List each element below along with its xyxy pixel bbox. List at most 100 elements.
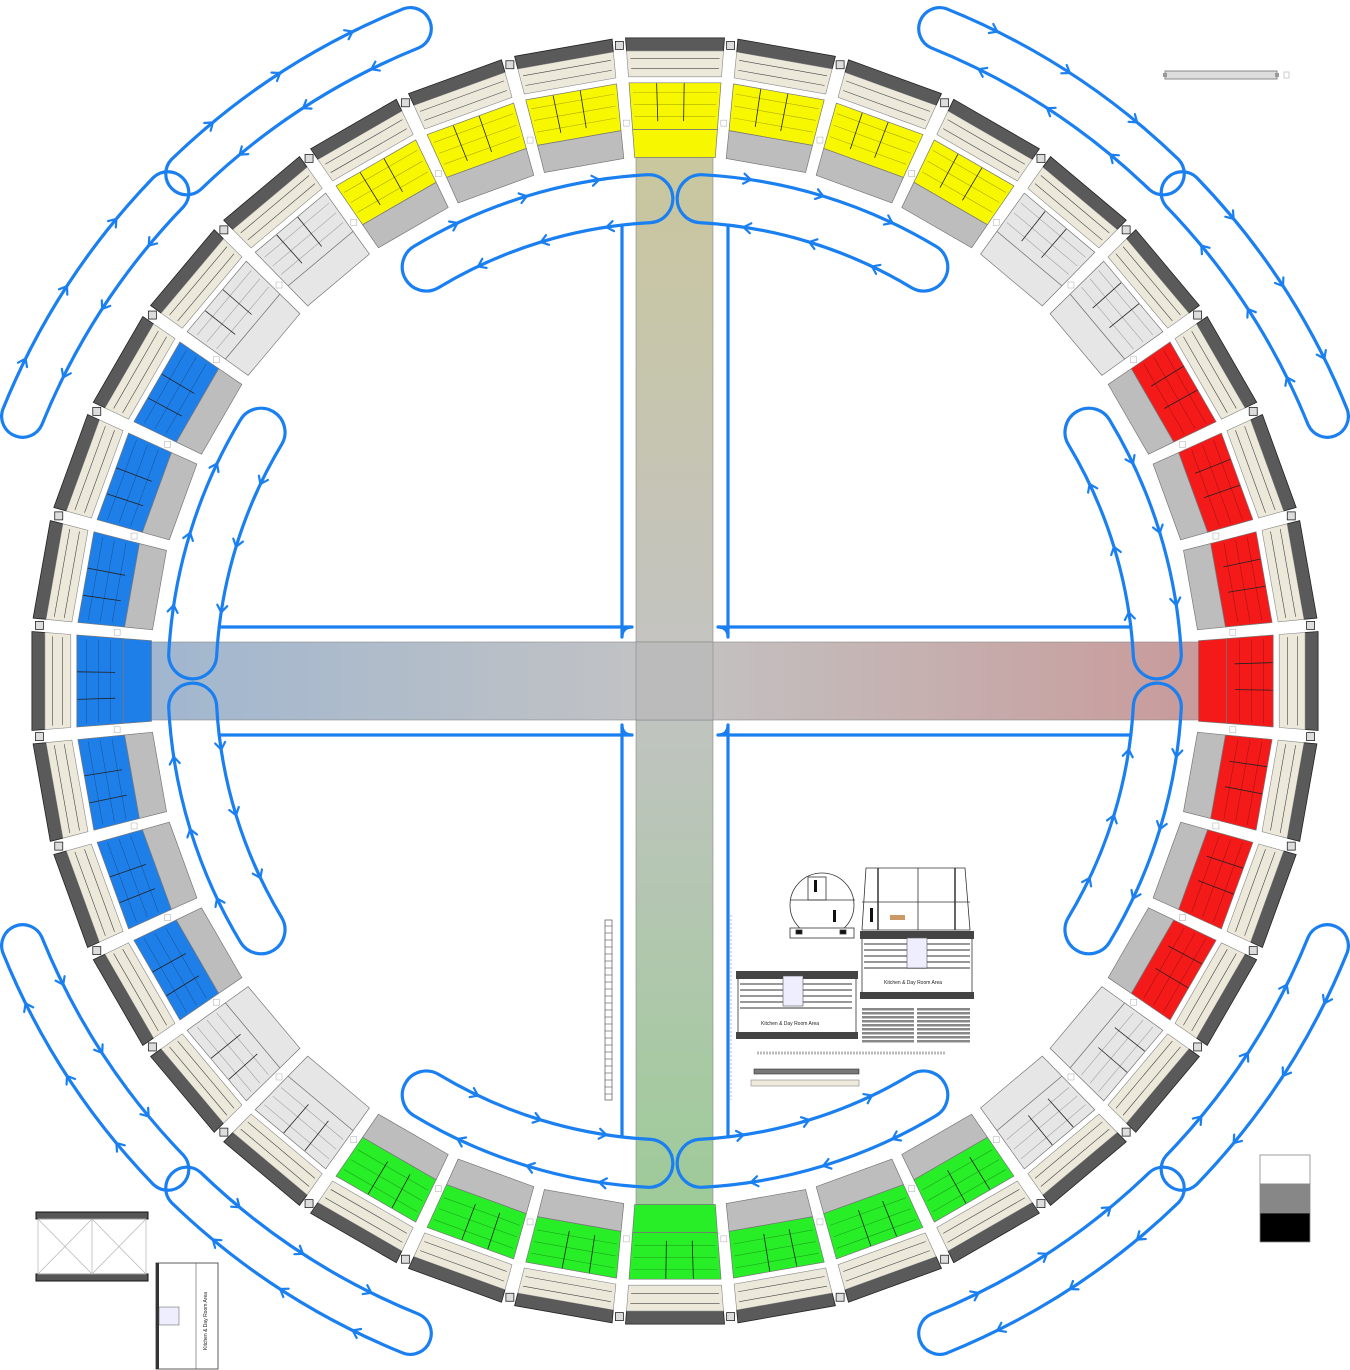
outer-shell-panel <box>625 1310 725 1325</box>
module-floor-line <box>144 350 187 424</box>
inner-module-band <box>632 129 718 158</box>
module-partition <box>297 216 322 247</box>
ring-segment <box>720 1189 836 1324</box>
walkway-rail <box>330 1189 407 1234</box>
walkway-rail <box>169 1046 228 1116</box>
walkway-rail <box>424 1241 507 1272</box>
outer-walkway-panel <box>44 632 72 730</box>
floor-slat <box>862 1028 914 1031</box>
inner-flow-loop <box>400 173 675 293</box>
module-partition <box>222 289 252 315</box>
ring-segment <box>1107 316 1258 455</box>
shell-connector <box>35 732 44 742</box>
ring-segment <box>32 726 167 842</box>
flow-arrow-icon <box>238 145 250 156</box>
module-connector <box>350 219 358 226</box>
inner-flow-loop <box>400 1069 675 1189</box>
quadrant-flow-path <box>217 223 634 639</box>
flow-arrow-icon <box>186 828 199 839</box>
inner-module-band <box>1198 638 1227 724</box>
walkway-rail <box>1040 175 1110 234</box>
inner-module-band <box>362 1113 449 1181</box>
outer-walkway-panel <box>733 1267 833 1311</box>
module-floor-line <box>1223 543 1239 623</box>
module-partition <box>1109 303 1140 328</box>
flow-arrow-icon <box>1068 1279 1080 1291</box>
walkway-rail <box>739 1285 828 1302</box>
walkway-rail <box>240 175 310 234</box>
walkway-rail <box>525 69 612 86</box>
module-floor-line <box>99 740 115 822</box>
module-connector <box>908 1185 915 1192</box>
flow-arrow-icon <box>1284 376 1296 387</box>
ring-segment <box>1049 229 1203 376</box>
flow-arrow-icon <box>1232 1133 1243 1145</box>
shell-connector <box>726 1312 736 1321</box>
module-floor-line <box>280 1087 344 1140</box>
outer-shell-panel <box>1304 631 1319 731</box>
flow-arrow-icon <box>1171 748 1184 758</box>
shell-connector <box>219 1127 229 1137</box>
inner-module-band <box>287 1055 370 1132</box>
module-connector <box>1067 281 1075 289</box>
module-partition <box>161 373 195 394</box>
flow-arrow-icon <box>343 29 354 41</box>
module-partition <box>579 90 587 129</box>
walkway-rail <box>1040 1128 1110 1187</box>
flow-arrow-icon <box>60 367 72 379</box>
flow-arrow-icon <box>1106 814 1118 825</box>
ring-segment <box>223 153 370 307</box>
module-connector <box>435 170 442 177</box>
module-connector <box>113 726 121 734</box>
module-floor-line <box>1246 537 1263 621</box>
kitchen-plan-right: Kitchen & Day Room Area <box>860 931 974 999</box>
module-floor-line <box>932 150 1006 193</box>
module-floor-line <box>443 1197 521 1226</box>
walkway-rail <box>177 253 235 322</box>
flow-arrow-icon <box>742 222 753 235</box>
yellow-zone-module <box>628 82 722 130</box>
outer-walkway-panel <box>517 1267 617 1311</box>
flow-arrow-icon <box>814 188 825 200</box>
floor-slat <box>862 1024 914 1027</box>
module-floor-line <box>927 160 1000 203</box>
corridor-hub <box>635 641 714 721</box>
inner-module-band <box>1049 986 1126 1069</box>
flow-arrow-icon <box>808 238 819 250</box>
module-floor-line <box>350 160 423 203</box>
inner-module-band <box>815 1158 904 1215</box>
module-floor-line <box>1163 938 1206 1012</box>
module-frame-elevation <box>35 1211 149 1282</box>
module-connector <box>816 136 824 144</box>
flow-arrow-icon <box>1169 596 1182 607</box>
outer-walkway-panel <box>232 166 323 249</box>
walkway-rail <box>74 426 106 511</box>
inner-module-band <box>141 821 198 910</box>
floor-slat <box>917 1020 970 1023</box>
module-partition <box>77 697 116 700</box>
module-partition <box>152 953 186 973</box>
module-partition <box>552 95 562 133</box>
ring-segment <box>32 511 167 631</box>
shell-connector <box>1286 511 1296 521</box>
module-floor-line <box>1006 222 1070 275</box>
ring-segment <box>980 1055 1127 1209</box>
module-floor-line <box>1013 1095 1078 1150</box>
inner-module-band <box>175 368 243 455</box>
floor-slat <box>862 1008 914 1011</box>
module-connector <box>622 1235 630 1243</box>
inner-flow-loop <box>167 681 287 956</box>
module-floor-line <box>206 278 261 343</box>
module-partition <box>147 397 182 417</box>
flow-arrow-icon <box>216 603 229 614</box>
shell-connector <box>1036 1199 1046 1209</box>
module-floor-line <box>734 1241 816 1257</box>
kitchen-label-right: Kitchen & Day Room Area <box>884 980 942 986</box>
floor-slat <box>862 1040 914 1043</box>
walkway-rail <box>424 90 507 121</box>
module-connector <box>526 1218 534 1226</box>
floor-slat <box>917 1008 970 1011</box>
flow-arrow-icon <box>525 1162 536 1174</box>
flow-arrow-icon <box>1100 1206 1112 1217</box>
